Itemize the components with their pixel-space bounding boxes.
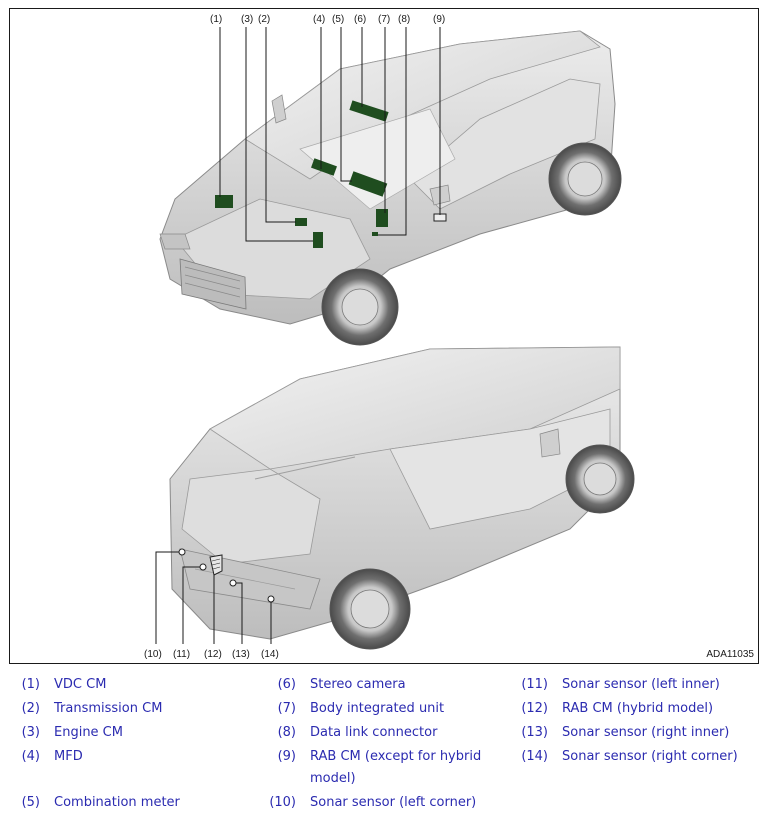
legend-number: (4)	[21, 749, 40, 764]
legend-number: (14)	[521, 749, 548, 764]
legend-label: Sonar sensor (left inner)	[562, 677, 720, 692]
legend-number: (11)	[521, 677, 548, 692]
combination-meter-marker	[348, 171, 388, 197]
legend-label: Stereo camera	[310, 677, 406, 692]
front-view-car	[159, 30, 622, 346]
leader-lines-front	[219, 27, 441, 242]
legend-number: (3)	[21, 725, 40, 740]
sensor-markers-rear	[178, 548, 275, 603]
legend-label: Data link connector	[310, 725, 438, 740]
callout-7: (7)	[378, 14, 390, 25]
transmission-cm-marker	[295, 218, 307, 226]
module-markers-front	[215, 100, 447, 248]
figure-id: ADA11035	[706, 649, 754, 660]
legend-number: (6)	[277, 677, 296, 692]
legend-number: (12)	[521, 701, 548, 716]
rab-cm-marker	[433, 213, 447, 222]
legend-number: (1)	[21, 677, 40, 692]
body-integrated-unit-marker	[376, 209, 388, 227]
callout-12: (12)	[204, 649, 222, 660]
car-diagram: (1) (3) (2) (4) (5) (6) (7) (8) (9)	[144, 14, 635, 660]
mfd-marker	[311, 158, 337, 176]
data-link-connector-marker	[372, 232, 378, 236]
legend-label: Body integrated unit	[310, 701, 445, 716]
callout-labels-front: (1) (3) (2) (4) (5) (6) (7) (8) (9)	[210, 14, 445, 25]
callout-9: (9)	[433, 14, 445, 25]
sonar-left-inner-marker	[199, 563, 207, 571]
legend-label: Sonar sensor (right corner)	[562, 749, 738, 764]
stereo-camera-marker	[349, 100, 389, 122]
callout-2: (2)	[258, 14, 270, 25]
callout-3: (3)	[241, 14, 253, 25]
sonar-left-corner-marker	[178, 548, 186, 556]
legend-number: (2)	[21, 701, 40, 716]
leader-lines-rear	[155, 551, 272, 644]
legend-number: (5)	[21, 795, 40, 810]
component-location-figure: (1) (3) (2) (4) (5) (6) (7) (8) (9)	[9, 8, 759, 664]
legend-number: (7)	[277, 701, 296, 716]
legend-item: (9) RAB CM (except for hybrid model)	[262, 746, 512, 790]
callout-8: (8)	[398, 14, 410, 25]
legend-number: (9)	[277, 749, 296, 764]
callout-13: (13)	[232, 649, 250, 660]
engine-cm-marker	[313, 232, 323, 248]
sonar-right-inner-marker	[229, 579, 237, 587]
callout-14: (14)	[261, 649, 279, 660]
legend-label: RAB CM (except for hybrid model)	[310, 749, 482, 786]
legend-label: Sonar sensor (left corner)	[310, 795, 477, 810]
legend-label: Engine CM	[54, 725, 123, 740]
sonar-right-corner-marker	[267, 595, 275, 603]
callout-labels-rear: (10) (11) (12) (13) (14)	[144, 649, 279, 660]
legend-label: Sonar sensor (right inner)	[562, 725, 730, 740]
legend: (1) VDC CM (2) Transmission CM (3) Engin…	[0, 672, 770, 820]
callout-6: (6)	[354, 14, 366, 25]
legend-label: VDC CM	[54, 677, 107, 692]
legend-label: Transmission CM	[54, 701, 163, 716]
legend-label: RAB CM (hybrid model)	[562, 701, 714, 716]
callout-5: (5)	[332, 14, 344, 25]
callout-4: (4)	[313, 14, 325, 25]
legend-label: MFD	[54, 749, 83, 764]
callout-1: (1)	[210, 14, 222, 25]
legend-number: (13)	[521, 725, 548, 740]
callout-10: (10)	[144, 649, 162, 660]
rear-view-car	[169, 346, 635, 650]
callout-11: (11)	[173, 649, 190, 660]
rab-cm-hybrid-marker	[209, 554, 223, 576]
legend-number: (8)	[277, 725, 296, 740]
legend-number: (10)	[269, 795, 296, 810]
legend-label: Combination meter	[54, 795, 180, 810]
vdc-cm-marker	[215, 195, 233, 208]
